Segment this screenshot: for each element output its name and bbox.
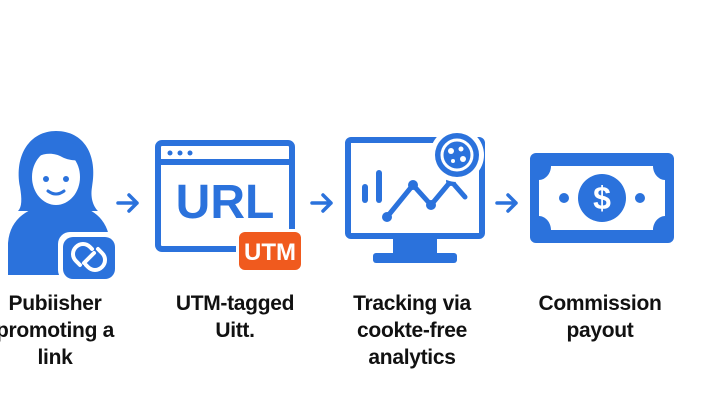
arrow-right-icon	[495, 193, 518, 213]
arrow-right-icon	[310, 193, 333, 213]
url-browser-icon: URL UTM	[155, 140, 302, 273]
utm-badge-text: UTM	[244, 239, 296, 266]
step-label-publisher: Pubiisher promoting a link	[0, 292, 115, 369]
dollar-bill-icon: $	[530, 153, 674, 243]
url-text: URL	[176, 176, 275, 229]
publisher-person-icon	[8, 131, 120, 282]
step-label-tracking: Tracking via cookte-free analytics	[353, 292, 471, 369]
analytics-monitor-icon	[345, 128, 485, 263]
step-label-commission: Commission payout	[538, 292, 662, 342]
utm-badge	[239, 232, 301, 270]
arrow-right-icon	[116, 193, 139, 213]
step-label-utm-url: UTM-tagged Uitt.	[175, 292, 295, 342]
svg-text:$: $	[593, 180, 611, 216]
